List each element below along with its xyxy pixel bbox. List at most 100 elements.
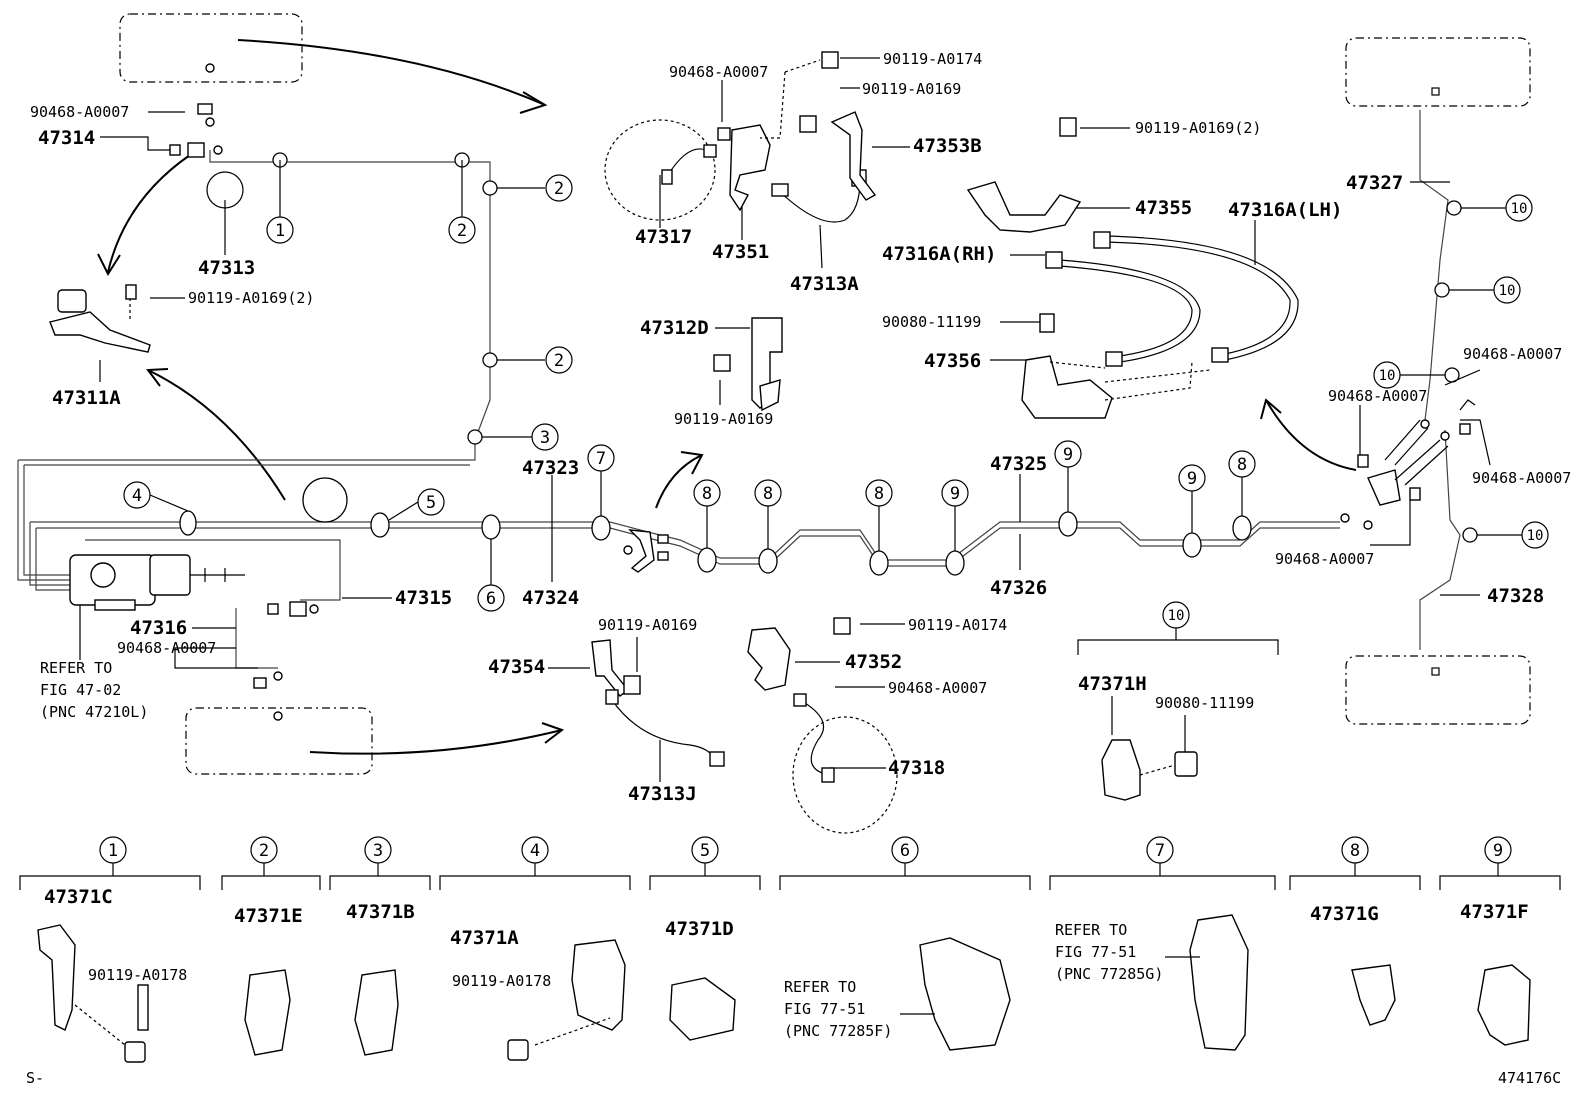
callout-8 bbox=[1341, 836, 1369, 864]
label-47371C: 47371C bbox=[44, 886, 113, 908]
label-47317: 47317 bbox=[635, 226, 692, 248]
ref-fig-77-51f-line3: (PNC 77285F) bbox=[784, 1022, 892, 1040]
label-47325: 47325 bbox=[990, 453, 1047, 475]
label-47356: 47356 bbox=[924, 350, 981, 372]
callout-3 bbox=[364, 836, 392, 864]
callout-num-8: 8 bbox=[874, 484, 884, 504]
callout-1 bbox=[266, 216, 294, 244]
label-47313A: 47313A bbox=[790, 273, 859, 295]
callout-num-1: 1 bbox=[275, 221, 285, 241]
callout-10 bbox=[1505, 194, 1533, 222]
bottom-clip-sketches bbox=[37, 914, 1531, 1063]
label-47351: 47351 bbox=[712, 241, 769, 263]
callout-10 bbox=[1493, 276, 1521, 304]
callout-2 bbox=[545, 346, 573, 374]
label-90468-A0007-g: 90468-A0007 bbox=[1472, 469, 1571, 487]
ref-fig-47-02-line3: (PNC 47210L) bbox=[40, 703, 148, 721]
label-90468-A0007-c: 90468-A0007 bbox=[117, 639, 216, 657]
label-47318: 47318 bbox=[888, 757, 945, 779]
label-47352: 47352 bbox=[845, 651, 902, 673]
callout-num-6: 6 bbox=[486, 589, 496, 609]
callout-num-10: 10 bbox=[1499, 283, 1516, 299]
callout-num-9: 9 bbox=[1063, 445, 1073, 465]
callout-9 bbox=[941, 479, 969, 507]
callout-num-2: 2 bbox=[259, 841, 269, 861]
callout-num-9: 9 bbox=[1187, 469, 1197, 489]
label-47312D: 47312D bbox=[640, 317, 709, 339]
label-47371B: 47371B bbox=[346, 901, 415, 923]
callout-num-1: 1 bbox=[108, 841, 118, 861]
callout-num-3: 3 bbox=[540, 428, 550, 448]
callout-num-7: 7 bbox=[1155, 841, 1165, 861]
callout-num-8: 8 bbox=[1350, 841, 1360, 861]
label-90119-A0174-b: 90119-A0174 bbox=[908, 616, 1007, 634]
callout-num-4: 4 bbox=[132, 486, 142, 506]
label-47313: 47313 bbox=[198, 257, 255, 279]
label-47311A: 47311A bbox=[52, 387, 121, 409]
label-90468-A0007-h: 90468-A0007 bbox=[1275, 550, 1374, 568]
ref-fig-77-51g-line3: (PNC 77285G) bbox=[1055, 965, 1163, 983]
callout-2 bbox=[448, 216, 476, 244]
callout-6 bbox=[477, 584, 505, 612]
callout-8 bbox=[1228, 450, 1256, 478]
ref-fig-47-02-line2: FIG 47-02 bbox=[40, 681, 121, 699]
fastener-labels: 90468-A0007 90468-A0007 90468-A0007 9046… bbox=[30, 50, 1571, 990]
callout-5 bbox=[691, 836, 719, 864]
label-90080-11199-b: 90080-11199 bbox=[1155, 694, 1254, 712]
label-90468-A0007-b: 90468-A0007 bbox=[669, 63, 768, 81]
label-90119-A0178-b: 90119-A0178 bbox=[452, 972, 551, 990]
label-47313J: 47313J bbox=[628, 783, 697, 805]
detail-box-top-right bbox=[1345, 37, 1531, 107]
callout-num-10: 10 bbox=[1527, 528, 1544, 544]
callout-num-2: 2 bbox=[554, 179, 564, 199]
callout-num-7: 7 bbox=[596, 449, 606, 469]
label-47326: 47326 bbox=[990, 577, 1047, 599]
callout-10 bbox=[1162, 601, 1190, 629]
detail-box-bottom-right bbox=[1345, 655, 1531, 725]
label-90468-A0007-d: 90468-A0007 bbox=[888, 679, 987, 697]
label-47316A-LH: 47316A(LH) bbox=[1228, 199, 1342, 221]
label-90119-A0169-b: 90119-A0169 bbox=[674, 410, 773, 428]
label-90080-11199-a: 90080-11199 bbox=[882, 313, 981, 331]
label-47315: 47315 bbox=[395, 587, 452, 609]
callout-num-10: 10 bbox=[1168, 608, 1185, 624]
callout-num-6: 6 bbox=[900, 841, 910, 861]
corner-mark: S- bbox=[26, 1069, 44, 1087]
ref-fig-77-51g-line1: REFER TO bbox=[1055, 921, 1127, 939]
figure-code: 474176C bbox=[1498, 1069, 1561, 1087]
label-47371G: 47371G bbox=[1310, 903, 1379, 925]
label-47328: 47328 bbox=[1487, 585, 1544, 607]
ref-fig-77-51g-line2: FIG 77-51 bbox=[1055, 943, 1136, 961]
callout-1 bbox=[99, 836, 127, 864]
callout-num-2: 2 bbox=[457, 221, 467, 241]
label-47354: 47354 bbox=[488, 656, 545, 678]
callout-num-10: 10 bbox=[1379, 368, 1396, 384]
callout-9 bbox=[1178, 464, 1206, 492]
callout-9 bbox=[1054, 440, 1082, 468]
ref-fig-77-51f-line1: REFER TO bbox=[784, 978, 856, 996]
label-47371H: 47371H bbox=[1078, 673, 1147, 695]
callout-5 bbox=[417, 488, 445, 516]
callout-num-4: 4 bbox=[530, 841, 540, 861]
callout-num-8: 8 bbox=[702, 484, 712, 504]
label-90119-A0169-c: 90119-A0169 bbox=[598, 616, 697, 634]
label-90468-A0007-a: 90468-A0007 bbox=[30, 103, 129, 121]
callout-7 bbox=[1146, 836, 1174, 864]
callout-6 bbox=[891, 836, 919, 864]
callout-num-9: 9 bbox=[1493, 841, 1503, 861]
label-47324: 47324 bbox=[522, 587, 579, 609]
leader-lines bbox=[79, 57, 1522, 782]
label-47314: 47314 bbox=[38, 127, 95, 149]
label-47353B: 47353B bbox=[913, 135, 982, 157]
callout-num-5: 5 bbox=[426, 493, 436, 513]
callout-num-8: 8 bbox=[763, 484, 773, 504]
callout-num-9: 9 bbox=[950, 484, 960, 504]
label-90119-A0169-2-b: 90119-A0169(2) bbox=[1135, 119, 1261, 137]
callout-8 bbox=[865, 479, 893, 507]
callout-7 bbox=[587, 444, 615, 472]
label-47327: 47327 bbox=[1346, 172, 1403, 194]
callout-2 bbox=[250, 836, 278, 864]
callout-8 bbox=[754, 479, 782, 507]
callout-10 bbox=[1521, 521, 1549, 549]
label-47371A: 47371A bbox=[450, 927, 519, 949]
